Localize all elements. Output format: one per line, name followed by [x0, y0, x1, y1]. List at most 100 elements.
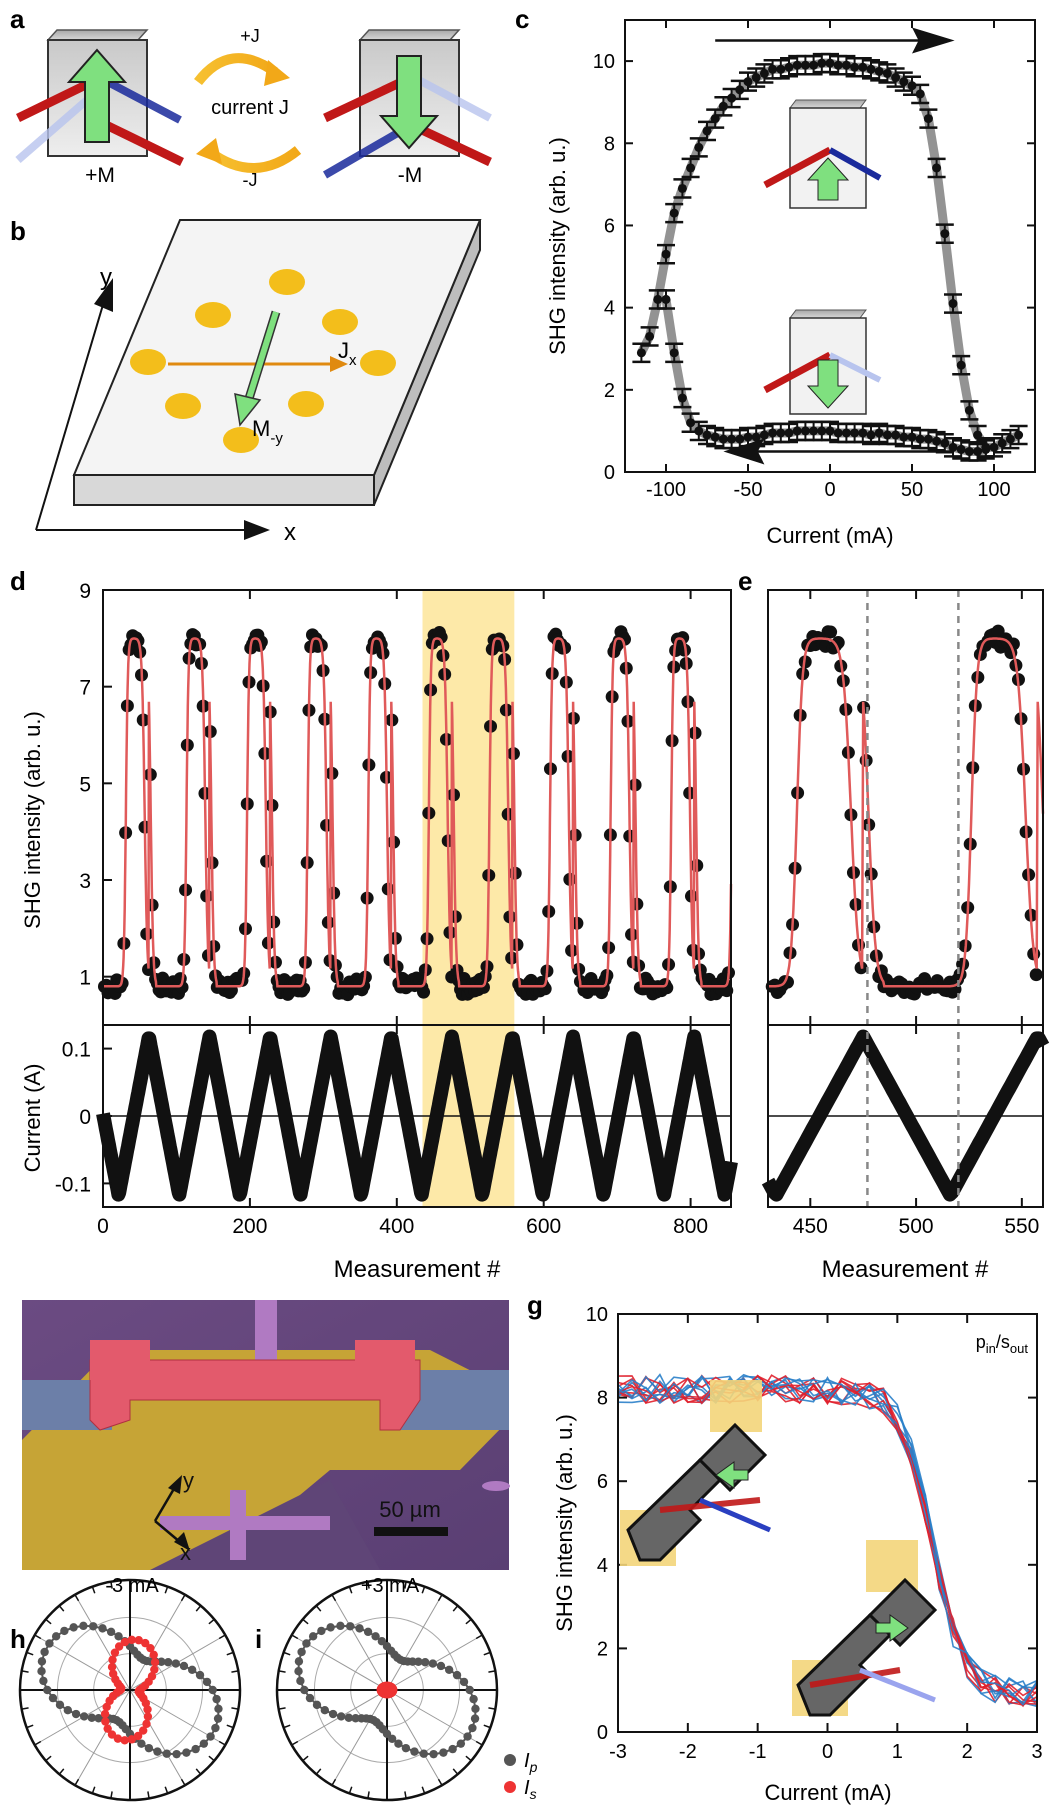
ip-point — [60, 1626, 69, 1636]
data-point — [661, 249, 671, 259]
polar-tick — [147, 1791, 150, 1799]
ip-point — [79, 1712, 89, 1721]
polar-tick — [58, 1605, 65, 1612]
polar-tick — [164, 1586, 169, 1594]
ip-point — [452, 1670, 462, 1680]
data-point — [891, 73, 901, 83]
y-tick-label: 0 — [604, 462, 615, 484]
ip-point — [355, 1624, 364, 1633]
ip-point — [157, 1657, 166, 1666]
data-point — [891, 430, 901, 440]
ip-point — [294, 1657, 304, 1666]
ip-point — [39, 1676, 48, 1686]
shg-point — [1006, 637, 1020, 651]
polar-tick — [278, 1670, 286, 1673]
ip-point — [213, 1714, 223, 1723]
y-axis-arrow-icon — [94, 278, 113, 312]
is-point — [101, 1717, 110, 1726]
is-point — [134, 1636, 143, 1645]
polar-tick — [465, 1618, 472, 1625]
chart-d-ylabel-bottom: Current (A) — [20, 1064, 45, 1173]
ip-point — [164, 1658, 173, 1667]
data-point — [981, 444, 991, 454]
x-tick-label: 1 — [892, 1741, 903, 1763]
data-point — [841, 428, 851, 438]
y-tick-label: 0 — [79, 1106, 91, 1129]
polar-tick — [421, 1586, 426, 1594]
data-point — [759, 68, 769, 78]
panel-f: f y x 50 µm — [0, 1290, 520, 1600]
polar-tick — [291, 1740, 299, 1746]
data-point — [948, 442, 958, 452]
polar-tick — [488, 1707, 496, 1710]
shg-point — [780, 975, 794, 989]
polar-tick — [348, 1786, 353, 1794]
polar-tick — [452, 1605, 459, 1612]
m-label: M-y — [252, 416, 283, 447]
data-point — [800, 60, 810, 70]
ip-point — [439, 1748, 448, 1757]
y-tick-label: 4 — [597, 1555, 608, 1577]
arrow-up-icon — [66, 48, 128, 143]
polar-spoke — [331, 1689, 388, 1786]
data-point — [686, 163, 696, 173]
panel-letter-h: h — [10, 1624, 26, 1654]
sweep-line — [617, 1374, 1038, 1705]
data-point — [825, 426, 835, 436]
data-point — [653, 294, 663, 304]
y-tick-label: 4 — [604, 298, 615, 320]
is-point — [141, 1638, 150, 1648]
ip-point — [98, 1624, 107, 1633]
sem-axis-x: x — [180, 1540, 191, 1565]
x-tick-label: 450 — [793, 1215, 828, 1238]
is-point — [150, 1665, 159, 1674]
data-point — [833, 60, 843, 70]
data-point — [882, 68, 892, 78]
shg-fit-line — [768, 637, 1045, 988]
polar-tick — [218, 1634, 226, 1640]
ip-point — [106, 1627, 116, 1637]
ip-point — [37, 1657, 47, 1666]
arrow-right-icon — [912, 27, 955, 54]
is-point — [143, 1712, 153, 1721]
ip-point — [300, 1685, 309, 1695]
polarization-label: pin/sout — [976, 1332, 1029, 1356]
ip-point — [214, 1704, 223, 1714]
ip-point — [328, 1709, 338, 1719]
inset-device-down — [792, 1540, 938, 1717]
legend-is: Is — [524, 1777, 537, 1802]
y-tick-label: 1 — [79, 967, 91, 990]
data-point — [784, 428, 794, 438]
is-point — [146, 1643, 155, 1653]
data-point — [964, 446, 974, 456]
chart-e-frame — [767, 589, 1044, 1208]
ip-point — [336, 1621, 345, 1631]
ip-point — [357, 1714, 366, 1723]
x-tick-label: 2 — [962, 1741, 973, 1763]
polar-tick — [74, 1778, 80, 1786]
ip-point — [320, 1705, 330, 1715]
ip-point — [436, 1661, 446, 1671]
shg-point — [660, 981, 674, 995]
polar-tick — [34, 1740, 42, 1746]
shg-point — [1029, 968, 1043, 982]
ip-point — [37, 1666, 46, 1676]
polar-tick — [208, 1755, 215, 1762]
ip-point — [414, 1657, 423, 1666]
polar-tick — [367, 1791, 370, 1799]
ip-point — [465, 1685, 474, 1695]
ip-point — [199, 1739, 209, 1748]
data-point — [776, 428, 786, 438]
ip-point — [208, 1685, 217, 1695]
shg-point — [824, 625, 838, 639]
data-point — [792, 426, 802, 436]
ip-point — [171, 1659, 181, 1668]
arrow-left-icon — [715, 1461, 749, 1489]
chart-g-frame — [617, 1313, 1038, 1733]
data-point — [694, 142, 704, 152]
ip-point — [179, 1661, 189, 1671]
data-point — [727, 434, 737, 444]
chart-c-xlabel: Current (mA) — [766, 523, 893, 548]
is-point — [108, 1669, 118, 1678]
